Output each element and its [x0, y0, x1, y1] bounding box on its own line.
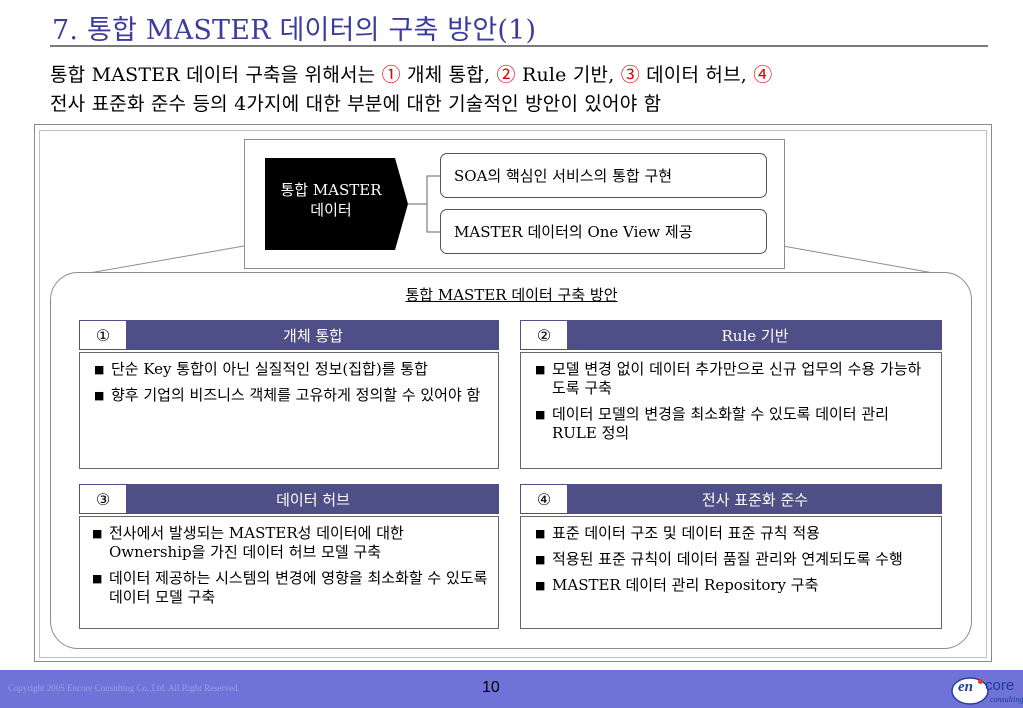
card-header-entity-integration: ① 개체 통합: [79, 320, 499, 350]
bullet-text: 적용된 표준 규칙이 데이터 품질 관리와 연계되도록 수행: [552, 550, 903, 568]
feature-box-soa: SOA의 핵심인 서비스의 통합 구현: [440, 153, 767, 198]
footer-bar: [0, 670, 1023, 708]
card-4-bullet-3: ■ MASTER 데이터 관리 Repository 구축: [535, 576, 931, 595]
card-1-bullet-1: ■ 단순 Key 통합이 아닌 실질적인 정보(집합)를 통합: [94, 360, 488, 379]
encore-logo: en core consulting: [950, 673, 1023, 707]
logo-mark: [951, 677, 989, 705]
card-number-1: ①: [79, 320, 127, 350]
intro-text-1: 통합 MASTER 데이터 구축을 위해서는: [50, 64, 382, 86]
page-number: 10: [482, 679, 500, 696]
bullet-text: 전사에서 발생되는 MASTER성 데이터에 대한 Ownership을 가진 …: [109, 524, 404, 561]
bracket: [426, 175, 440, 233]
card-2-bullet-1: ■ 모델 변경 없이 데이터 추가만으로 신규 업무의 수용 가능하도록 구축: [535, 360, 931, 398]
intro-num-4: ④: [753, 64, 773, 86]
card-title-4: 전사 표준화 준수: [701, 490, 809, 509]
intro-num-1: ①: [381, 64, 401, 86]
intro-text-4: 데이터 허브,: [639, 64, 754, 86]
bullet-icon: ■: [535, 553, 546, 566]
card-1-bullet-2: ■ 향후 기업의 비즈니스 객체를 고유하게 정의할 수 있어야 함: [94, 386, 488, 405]
card-number-3: ③: [79, 484, 127, 514]
card-body-entity-integration: ■ 단순 Key 통합이 아닌 실질적인 정보(집합)를 통합 ■ 향후 기업의 비…: [79, 352, 499, 469]
title-divider: [50, 45, 988, 47]
bullet-text: MASTER 데이터 관리 Repository 구축: [552, 576, 819, 594]
intro-text-3: Rule 기반,: [515, 64, 621, 86]
bullet-text: 데이터 제공하는 시스템의 변경에 영향을 최소화할 수 있도록 데이터 모델 …: [109, 569, 488, 606]
bullet-icon: ■: [535, 408, 546, 421]
card-body-rule-based: ■ 모델 변경 없이 데이터 추가만으로 신규 업무의 수용 가능하도록 구축 ■…: [520, 352, 942, 469]
card-number-2: ②: [520, 320, 568, 350]
card-title-2: Rule 기반: [721, 326, 789, 345]
logo-dot: [978, 679, 983, 684]
bullet-text: 단순 Key 통합이 아닌 실질적인 정보(집합)를 통합: [111, 360, 428, 378]
master-label-line-1: 통합 MASTER: [280, 181, 382, 199]
intro-num-2: ②: [496, 64, 516, 86]
bullet-icon: ■: [535, 527, 546, 540]
card-3-bullet-1: ■ 전사에서 발생되는 MASTER성 데이터에 대한 Ownership을 가진…: [92, 524, 488, 562]
card-2-bullet-2: ■ 데이터 모델의 변경을 최소화할 수 있도록 데이터 관리 RULE 정의: [535, 405, 931, 443]
section-title: 통합 MASTER 데이터 구축 방안: [405, 286, 618, 304]
master-label-line-2: 데이터: [310, 201, 352, 219]
master-data-label: 통합 MASTER 데이터: [265, 180, 397, 220]
card-title-3: 데이터 허브: [276, 490, 350, 509]
card-body-enterprise-standard: ■ 표준 데이터 구조 및 데이터 표준 규칙 적용 ■ 적용된 표준 규칙이 데이…: [520, 516, 942, 629]
logo-text-en: en: [958, 679, 973, 695]
bullet-icon: ■: [92, 527, 103, 540]
copyright-text: Copyright 2005 Encore Consulting Co.,Ltd…: [8, 683, 240, 693]
card-4-bullet-1: ■ 표준 데이터 구조 및 데이터 표준 규칙 적용: [535, 524, 931, 543]
intro-line-2: 전사 표준화 준수 등의 4가지에 대한 부분에 대한 기술적인 방안이 있어야…: [50, 93, 662, 115]
card-4-bullet-2: ■ 적용된 표준 규칙이 데이터 품질 관리와 연계되도록 수행: [535, 550, 931, 569]
logo-text-consulting: consulting: [990, 695, 1023, 704]
master-data-shape: [265, 158, 408, 250]
logo-text-core: core: [985, 677, 1015, 694]
card-body-data-hub: ■ 전사에서 발생되는 MASTER성 데이터에 대한 Ownership을 가진…: [79, 516, 499, 629]
card-header-rule-based: ② Rule 기반: [520, 320, 942, 350]
card-header-enterprise-standard: ④ 전사 표준화 준수: [520, 484, 942, 514]
bullet-icon: ■: [94, 363, 105, 376]
card-title-1: 개체 통합: [283, 326, 343, 345]
bullet-text: 모델 변경 없이 데이터 추가만으로 신규 업무의 수용 가능하도록 구축: [552, 360, 922, 397]
intro-num-3: ③: [620, 64, 640, 86]
bullet-icon: ■: [92, 572, 103, 585]
bullet-text: 향후 기업의 비즈니스 객체를 고유하게 정의할 수 있어야 함: [111, 386, 481, 404]
card-number-4: ④: [520, 484, 568, 514]
bullet-icon: ■: [535, 363, 546, 376]
intro-text-2: 개체 통합,: [400, 64, 497, 86]
slide-title: 7. 통합 MASTER 데이터의 구축 방안(1): [52, 15, 537, 46]
bullet-icon: ■: [535, 579, 546, 592]
bullet-text: 데이터 모델의 변경을 최소화할 수 있도록 데이터 관리 RULE 정의: [552, 405, 889, 442]
card-header-data-hub: ③ 데이터 허브: [79, 484, 499, 514]
feature-box-one-view: MASTER 데이터의 One View 제공: [440, 209, 767, 254]
card-3-bullet-2: ■ 데이터 제공하는 시스템의 변경에 영향을 최소화할 수 있도록 데이터 모델…: [92, 569, 488, 607]
bullet-icon: ■: [94, 389, 105, 402]
intro-line-1: 통합 MASTER 데이터 구축을 위해서는 ① 개체 통합, ② Rule 기…: [50, 60, 772, 87]
bullet-text: 표준 데이터 구조 및 데이터 표준 규칙 적용: [552, 524, 820, 542]
